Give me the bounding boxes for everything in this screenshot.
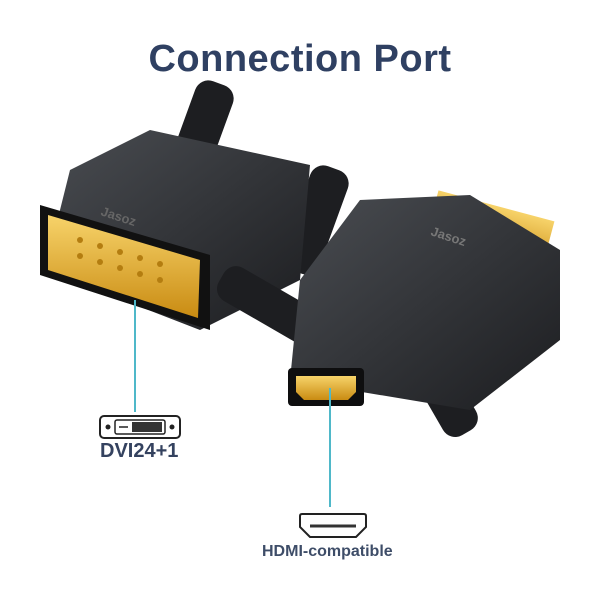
- page-title: Connection Port: [148, 38, 452, 80]
- dvi-port-icon: [99, 415, 181, 439]
- hdmi-label: HDMI-compatible: [262, 543, 393, 560]
- dvi-pins: [77, 237, 163, 283]
- dvi-label: DVI24+1: [100, 440, 179, 462]
- hdmi-adapter: Jasoz: [216, 190, 560, 438]
- hdmi-port-icon: [299, 513, 367, 538]
